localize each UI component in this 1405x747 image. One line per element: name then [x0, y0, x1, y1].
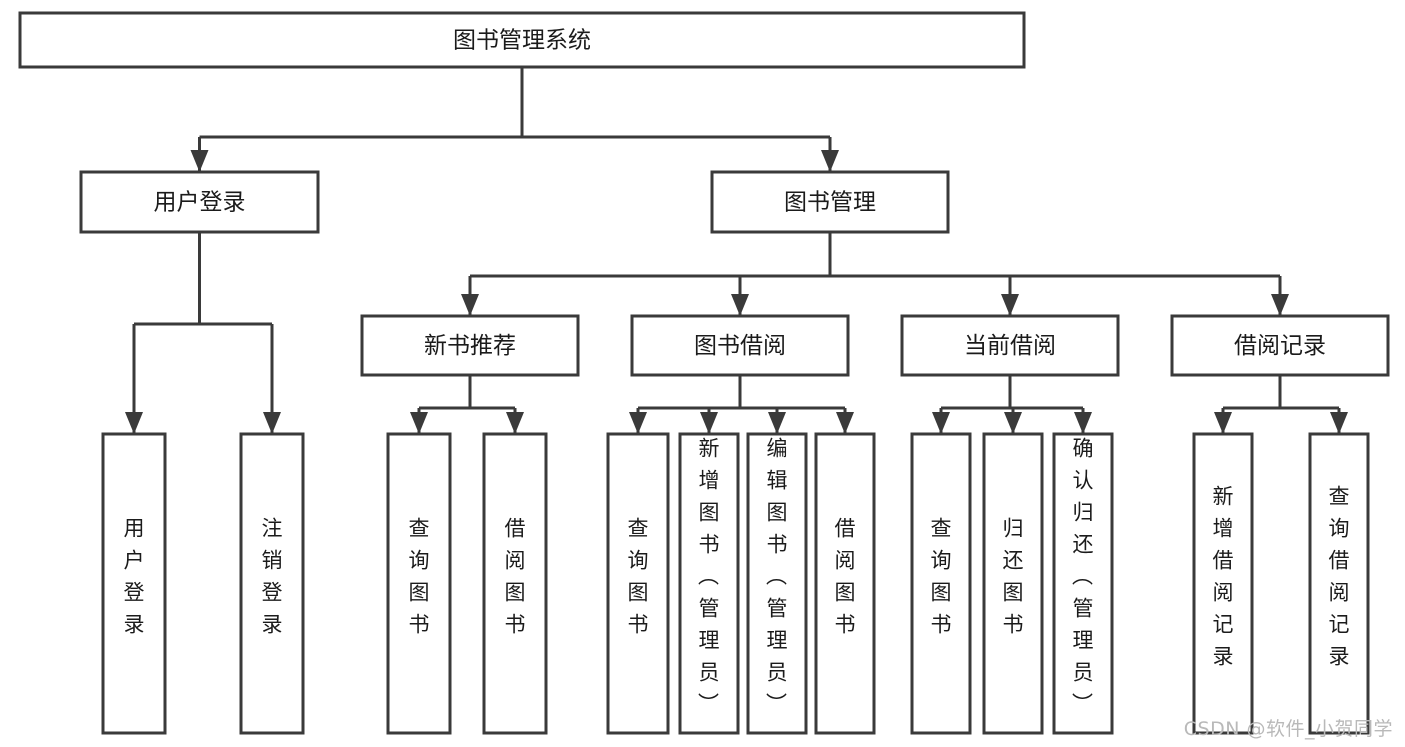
node-book-management-label: 图书管理 [784, 190, 876, 216]
node-leaf-query-book-current[interactable]: 查询图书 [910, 432, 972, 735]
arrow-head-icon [629, 412, 647, 434]
node-new-book-recommend[interactable]: 新书推荐 [360, 314, 580, 377]
node-leaf-query-book-current-box [910, 432, 972, 735]
node-leaf-return-book[interactable]: 归还图书 [982, 432, 1044, 735]
node-leaf-add-book-label: 新增图书（管理员） [698, 437, 720, 717]
arrow-head-icon [768, 412, 786, 434]
node-leaf-query-book-borrow-label: 查询图书 [628, 517, 649, 637]
node-leaf-query-book-recommend-label: 查询图书 [409, 517, 430, 637]
node-leaf-query-borrow-record[interactable]: 查询借阅记录 [1308, 432, 1370, 735]
node-leaf-logout-login-box [239, 432, 305, 735]
node-leaf-query-book-borrow-box [606, 432, 670, 735]
node-leaf-query-book-borrow[interactable]: 查询图书 [606, 432, 670, 735]
node-leaf-add-borrow-record[interactable]: 新增借阅记录 [1192, 432, 1254, 735]
node-book-borrow-box [630, 314, 850, 377]
node-leaf-user-login[interactable]: 用户登录 [101, 432, 167, 735]
arrow-head-icon [836, 412, 854, 434]
arrow-head-icon [1330, 412, 1348, 434]
node-current-borrow[interactable]: 当前借阅 [900, 314, 1120, 377]
node-book-borrow-label: 图书借阅 [694, 333, 786, 359]
node-borrow-record[interactable]: 借阅记录 [1170, 314, 1390, 377]
node-leaf-add-book-box [678, 432, 740, 735]
node-leaf-edit-book-label: 编辑图书（管理员） [766, 437, 788, 717]
node-leaf-add-borrow-record-label: 新增借阅记录 [1213, 485, 1234, 669]
node-leaf-return-book-label: 归还图书 [1003, 517, 1024, 637]
arrow-head-icon [1074, 412, 1092, 434]
node-leaf-query-borrow-record-label: 查询借阅记录 [1329, 485, 1350, 669]
arrow-head-icon [263, 412, 281, 434]
arrow-head-icon [461, 294, 479, 316]
arrow-head-icon [125, 412, 143, 434]
arrow-head-icon [1214, 412, 1232, 434]
node-new-book-recommend-box [360, 314, 580, 377]
node-borrow-record-label: 借阅记录 [1234, 333, 1326, 359]
node-leaf-query-borrow-record-box [1308, 432, 1370, 735]
node-leaf-borrow-book-box [814, 432, 876, 735]
node-leaf-edit-book-box [746, 432, 808, 735]
arrow-head-icon [410, 412, 428, 434]
node-borrow-record-box [1170, 314, 1390, 377]
node-leaf-logout-login-label: 注销登录 [262, 517, 283, 637]
node-leaf-add-book[interactable]: 新增图书（管理员） [678, 432, 740, 735]
arrow-head-icon [1004, 412, 1022, 434]
node-book-management-box [710, 170, 950, 234]
node-user-login-label: 用户登录 [154, 190, 246, 216]
arrow-head-icon [1271, 294, 1289, 316]
node-current-borrow-box [900, 314, 1120, 377]
node-book-borrow[interactable]: 图书借阅 [630, 314, 850, 377]
node-leaf-borrow-book-recommend-box [482, 432, 548, 735]
node-leaf-query-book-current-label: 查询图书 [931, 517, 952, 637]
node-leaf-add-borrow-record-box [1192, 432, 1254, 735]
node-leaf-borrow-book[interactable]: 借阅图书 [814, 432, 876, 735]
node-layer: 图书管理系统用户登录图书管理新书推荐图书借阅当前借阅借阅记录用户登录注销登录查询… [18, 11, 1390, 735]
node-leaf-confirm-return-label: 确认归还（管理员） [1072, 437, 1094, 717]
connector-layer [125, 67, 1348, 434]
node-leaf-edit-book[interactable]: 编辑图书（管理员） [746, 432, 808, 735]
node-leaf-confirm-return-box [1052, 432, 1114, 735]
node-root-label: 图书管理系统 [453, 28, 591, 54]
arrow-head-icon [700, 412, 718, 434]
node-leaf-user-login-label: 用户登录 [124, 517, 145, 637]
node-leaf-borrow-book-recommend[interactable]: 借阅图书 [482, 432, 548, 735]
node-leaf-confirm-return[interactable]: 确认归还（管理员） [1052, 432, 1114, 735]
node-book-management[interactable]: 图书管理 [710, 170, 950, 234]
arrow-head-icon [1001, 294, 1019, 316]
arrow-head-icon [821, 150, 839, 172]
node-user-login[interactable]: 用户登录 [79, 170, 320, 234]
arrow-head-icon [190, 150, 209, 172]
node-root[interactable]: 图书管理系统 [18, 11, 1026, 69]
node-leaf-query-book-recommend-box [386, 432, 452, 735]
node-leaf-borrow-book-recommend-label: 借阅图书 [505, 517, 526, 637]
node-current-borrow-label: 当前借阅 [964, 333, 1056, 359]
node-user-login-box [79, 170, 320, 234]
node-leaf-logout-login[interactable]: 注销登录 [239, 432, 305, 735]
node-root-box [18, 11, 1026, 69]
node-leaf-borrow-book-label: 借阅图书 [835, 517, 856, 637]
arrow-head-icon [731, 294, 749, 316]
arrow-head-icon [506, 412, 524, 434]
arrow-head-icon [932, 412, 950, 434]
node-new-book-recommend-label: 新书推荐 [424, 333, 516, 359]
node-leaf-return-book-box [982, 432, 1044, 735]
node-leaf-user-login-box [101, 432, 167, 735]
node-leaf-query-book-recommend[interactable]: 查询图书 [386, 432, 452, 735]
